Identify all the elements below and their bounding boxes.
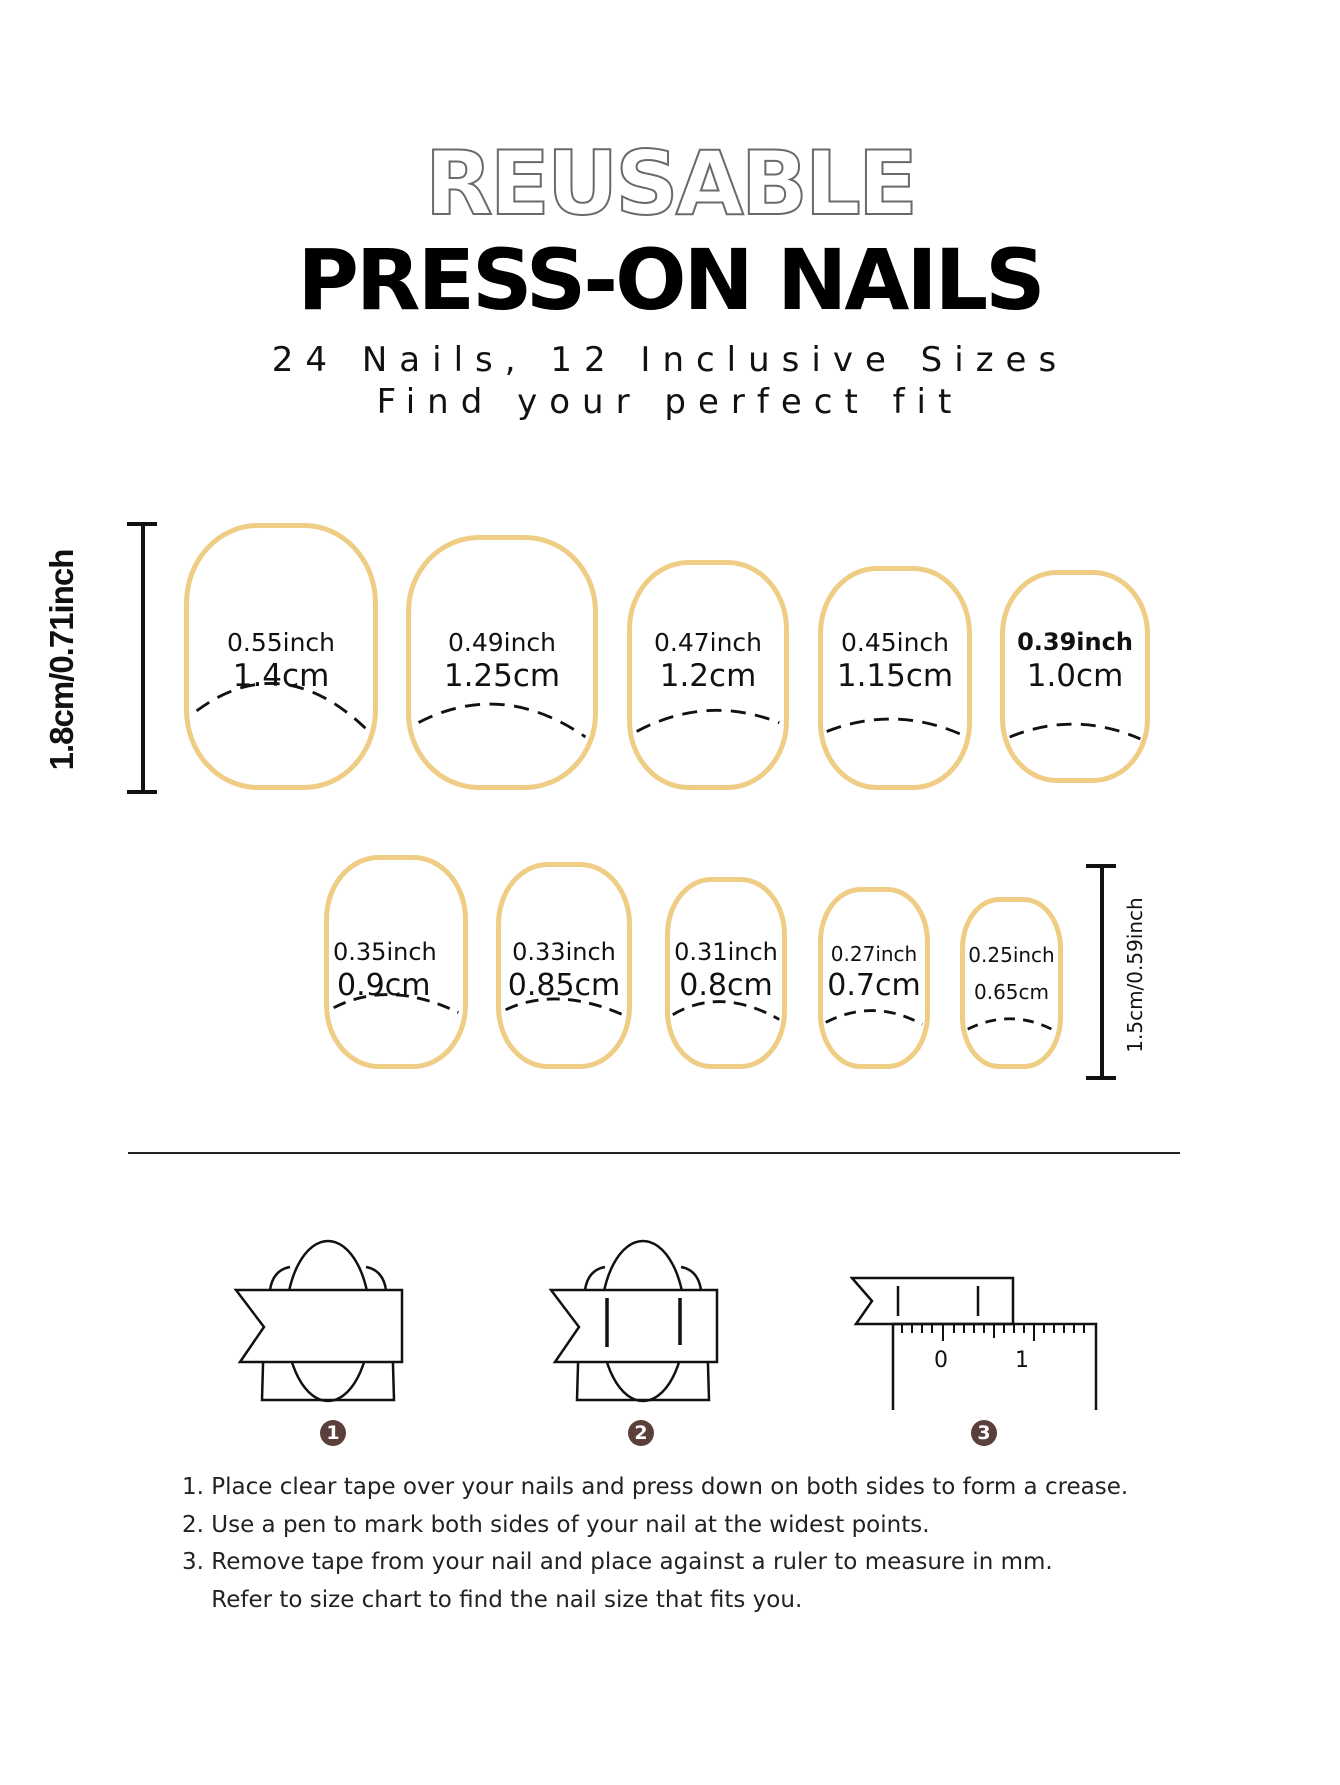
title-reusable: REUSABLE: [424, 132, 919, 235]
height-label-row2: 1.5cm/0.59inch: [1123, 897, 1147, 1053]
nail-cm-label: 0.9cm: [337, 968, 431, 1003]
nail-cm-label: 0.85cm: [507, 968, 621, 1003]
nail-cm-label: 1.4cm: [232, 658, 330, 694]
nail-inch-label: 0.25inch: [968, 943, 1055, 967]
subtitle-nail-count: 24 Nails, 12 Inclusive Sizes: [271, 340, 1069, 380]
nail-inch-label: 0.47inch: [653, 628, 763, 657]
nail-cm-label: 0.65cm: [973, 980, 1049, 1004]
height-label-row1: 1.8cm/0.71inch: [43, 549, 80, 771]
nail-inch-label: 0.27inch: [830, 942, 918, 966]
nail-size-7: 0.33inch 0.85cm: [496, 862, 632, 1069]
instruction-1: 1. Place clear tape over your nails and …: [182, 1474, 1129, 1500]
nail-size-2: 0.49inch 1.25cm: [406, 535, 598, 790]
instruction-3: 3. Remove tape from your nail and place …: [182, 1549, 1053, 1575]
nail-size-1: 0.55inch 1.4cm: [184, 523, 378, 790]
step-badge-2: 2: [628, 1420, 654, 1446]
nail-inch-label: 0.31inch: [674, 938, 778, 966]
step-badge-3: 3: [971, 1420, 997, 1446]
nail-inch-label: 0.55inch: [226, 628, 336, 657]
tape-over-nail-icon: [228, 1210, 428, 1410]
nail-cm-label: 1.0cm: [1026, 658, 1124, 694]
nail-inch-label: 0.45inch: [840, 628, 950, 657]
nail-cm-label: 1.2cm: [659, 658, 757, 694]
nail-size-8: 0.31inch 0.8cm: [665, 877, 787, 1069]
nail-cm-label: 0.7cm: [827, 968, 921, 1003]
nail-inch-label: 0.39inch: [1017, 628, 1133, 656]
nail-inch-label: 0.35inch: [333, 938, 437, 966]
nail-cm-label: 1.15cm: [836, 658, 954, 694]
nail-size-6: 0.35inch 0.9cm: [324, 855, 468, 1069]
ruler-label-1: 1: [1015, 1348, 1029, 1373]
nail-size-3: 0.47inch 1.2cm: [627, 560, 789, 790]
instruction-2: 2. Use a pen to mark both sides of your …: [182, 1512, 930, 1538]
step-badge-1: 1: [320, 1420, 346, 1446]
nail-size-10: 0.25inch 0.65cm: [960, 897, 1063, 1069]
ruler-label-0: 0: [934, 1348, 948, 1373]
instruction-3-note: Refer to size chart to find the nail siz…: [182, 1587, 803, 1613]
nail-size-4: 0.45inch 1.15cm: [818, 566, 972, 790]
tape-on-ruler-icon: 0 1: [849, 1270, 1100, 1430]
page-title: PRESS-ON NAILS: [297, 231, 1045, 329]
nail-size-5: 0.39inch 1.0cm: [1000, 570, 1150, 783]
section-divider: [128, 1152, 1180, 1154]
nail-inch-label: 0.33inch: [512, 938, 616, 966]
tape-marked-nail-icon: [543, 1210, 743, 1410]
nail-cm-label: 1.25cm: [443, 658, 561, 694]
nail-inch-label: 0.49inch: [447, 628, 557, 657]
nail-cm-label: 0.8cm: [679, 968, 773, 1003]
subtitle-fit: Find your perfect fit: [376, 382, 964, 422]
nail-size-9: 0.27inch 0.7cm: [818, 887, 930, 1069]
